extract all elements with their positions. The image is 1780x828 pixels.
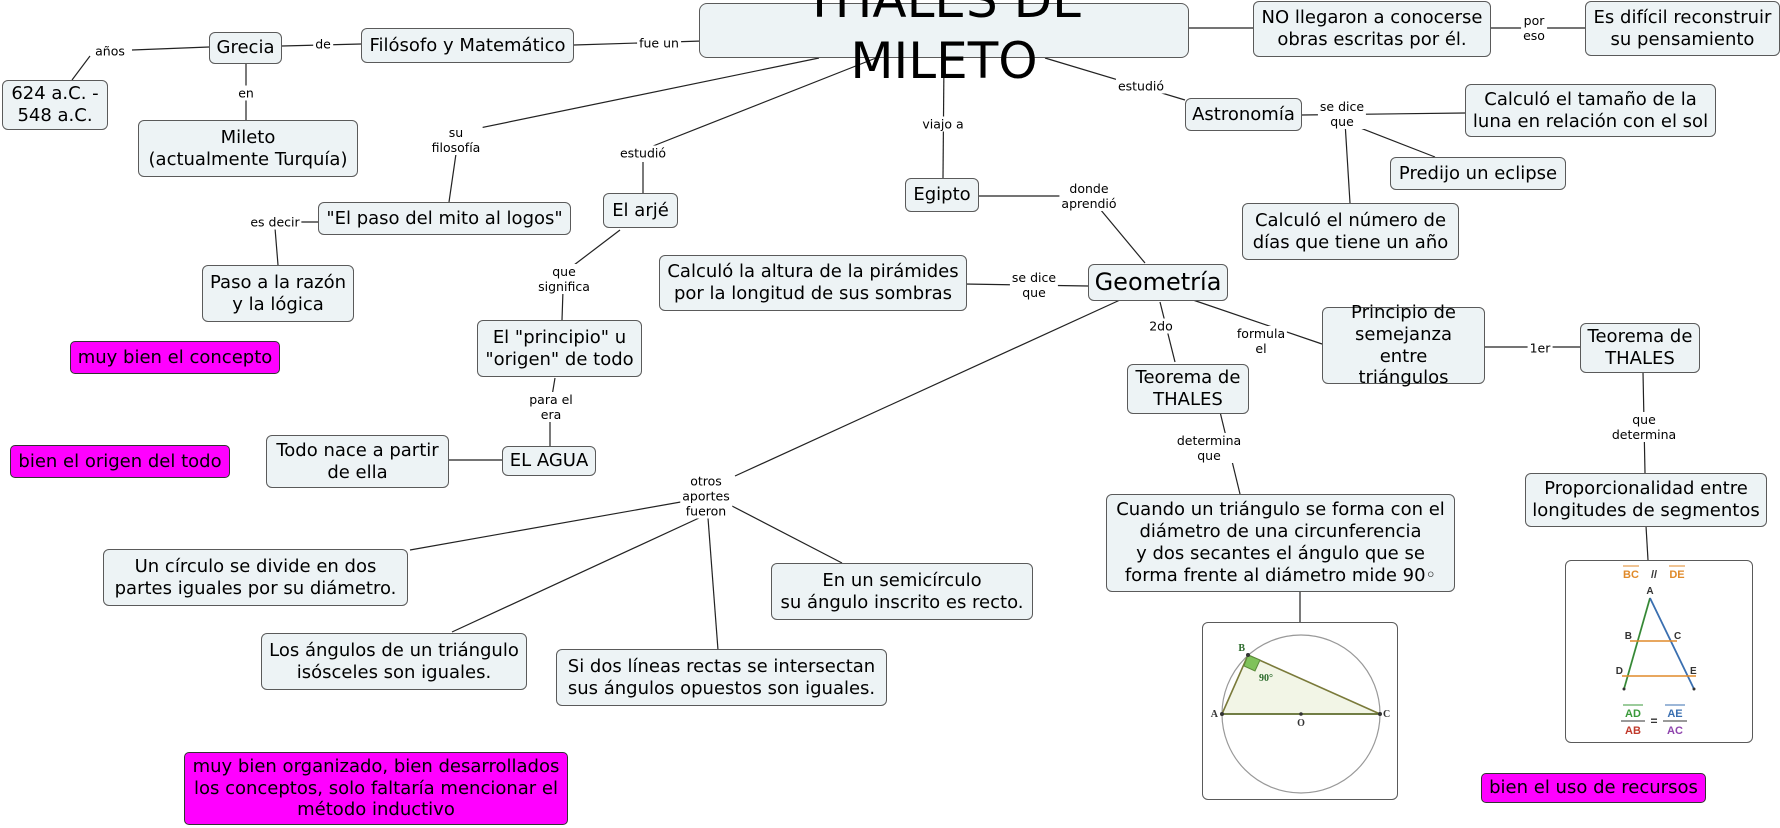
astronomia-node: Astronomía bbox=[1185, 98, 1302, 131]
egipto-node: Egipto bbox=[905, 178, 979, 212]
link-label-es-decir: es decir bbox=[248, 214, 302, 230]
link-label-estudio-arje: estudió bbox=[617, 145, 669, 161]
mileto-node: Mileto (actualmente Turquía) bbox=[138, 120, 358, 177]
fig1-de-label: DE bbox=[1669, 569, 1684, 581]
fig2-point-c: C bbox=[1383, 709, 1390, 720]
teorema-thales-1er-node: Teorema de THALES bbox=[1580, 323, 1700, 373]
piramides-node: Calculó la altura de la pirámides por la… bbox=[659, 255, 967, 311]
link-label-formula-el: formula el bbox=[1234, 326, 1288, 356]
link-label-viajo-a: viajo a bbox=[920, 116, 966, 132]
thales-proportion-figure: BC // DE A B C D E AD AB = AE AC bbox=[1565, 560, 1753, 743]
eclipse-node: Predijo un eclipse bbox=[1390, 157, 1566, 190]
fig2-point-a: A bbox=[1211, 709, 1219, 720]
principio-origen-node: El "principio" u "origen" de todo bbox=[477, 320, 642, 377]
link-label-donde-aprendio: donde aprendió bbox=[1059, 181, 1119, 211]
title-node: THALES DE MILETO bbox=[699, 0, 1189, 90]
link-label-que-determina: que determina bbox=[1609, 412, 1679, 442]
note-concepto: muy bien el concepto bbox=[70, 341, 280, 374]
link-label-de: de bbox=[313, 36, 333, 52]
link-label-en: en bbox=[236, 85, 256, 101]
link-label-estudio-astro: estudió bbox=[1115, 78, 1167, 94]
link-label-fue-un: fue un bbox=[637, 35, 681, 51]
fig1-parallel-label: // bbox=[1651, 569, 1657, 581]
link-label-se-dice-astro: se dice que bbox=[1317, 99, 1367, 129]
grecia-node: Grecia bbox=[209, 32, 282, 64]
fig1-equals: = bbox=[1650, 714, 1657, 728]
link-label-determina-que: determina que bbox=[1174, 433, 1244, 463]
agua-node: EL AGUA bbox=[502, 446, 596, 476]
link-label-que-significa: que significa bbox=[536, 264, 592, 294]
fig1-frac-right-num: AE bbox=[1667, 708, 1682, 720]
fig1-point-d: D bbox=[1616, 666, 1623, 677]
note-recursos: bien el uso de recursos bbox=[1481, 773, 1706, 803]
fig1-point-e: E bbox=[1690, 666, 1697, 677]
angulos-isosceles-node: Los ángulos de un triángulo isósceles so… bbox=[261, 633, 527, 690]
fecha-node: 624 a.C. - 548 a.C. bbox=[2, 80, 108, 130]
link-label-2do: 2do bbox=[1147, 318, 1175, 334]
dias-node: Calculó el número de días que tiene un a… bbox=[1242, 203, 1459, 260]
link-label-se-dice-geo: se dice que bbox=[1009, 270, 1059, 300]
teorema-thales-2do-node: Teorema de THALES bbox=[1127, 364, 1249, 414]
note-origen: bien el origen del todo bbox=[10, 445, 230, 478]
filosofo-node: Filósofo y Matemático bbox=[361, 28, 574, 63]
geometria-node: Geometría bbox=[1088, 264, 1228, 301]
cuando-triangulo-node: Cuando un triángulo se forma con el diám… bbox=[1106, 494, 1455, 592]
proporcionalidad-node: Proporcionalidad entre longitudes de seg… bbox=[1525, 473, 1767, 527]
fig1-frac-left-den: AB bbox=[1625, 725, 1641, 737]
no-obras-node: NO llegaron a conocerse obras escritas p… bbox=[1253, 1, 1491, 57]
link-label-anos: años bbox=[93, 43, 127, 59]
mito-logos-node: "El paso del mito al logos" bbox=[318, 202, 571, 235]
lineas-rectas-node: Si dos líneas rectas se intersectan sus … bbox=[556, 649, 887, 706]
fig1-frac-left-num: AD bbox=[1625, 708, 1641, 720]
fig1-bc-label: BC bbox=[1623, 569, 1639, 581]
link-label-para-el-era: para el era bbox=[527, 392, 575, 422]
semicirculo-node: En un semicírculo su ángulo inscrito es … bbox=[771, 563, 1033, 620]
fig1-point-a: A bbox=[1646, 586, 1653, 597]
semicircle-figure: A B C O 90° bbox=[1202, 622, 1398, 800]
note-organizado: muy bien organizado, bien desarrollados … bbox=[184, 752, 568, 825]
link-label-otros-aportes: otros aportes fueron bbox=[680, 473, 732, 519]
fig2-point-o: O bbox=[1297, 718, 1305, 729]
razon-logica-node: Paso a la razón y la lógica bbox=[202, 265, 354, 322]
principio-semejanza-node: Principio de semejanza entre triángulos bbox=[1322, 302, 1485, 388]
fig1-frac-right-den: AC bbox=[1667, 725, 1683, 737]
fig2-angle-label: 90° bbox=[1259, 673, 1273, 684]
fig2-point-b: B bbox=[1238, 643, 1245, 654]
fig1-point-c: C bbox=[1674, 631, 1681, 642]
todo-nace-node: Todo nace a partir de ella bbox=[266, 435, 449, 488]
link-label-su-filosofia: su filosofía bbox=[429, 125, 483, 155]
link-label-1er: 1er bbox=[1527, 340, 1553, 356]
dificil-node: Es difícil reconstruir su pensamiento bbox=[1585, 1, 1780, 56]
link-label-por-eso: por eso bbox=[1521, 13, 1547, 43]
fig1-point-b: B bbox=[1625, 631, 1632, 642]
arje-node: El arjé bbox=[603, 193, 678, 228]
luna-node: Calculó el tamaño de la luna en relación… bbox=[1465, 84, 1716, 137]
circulo-node: Un círculo se divide en dos partes igual… bbox=[103, 549, 408, 606]
